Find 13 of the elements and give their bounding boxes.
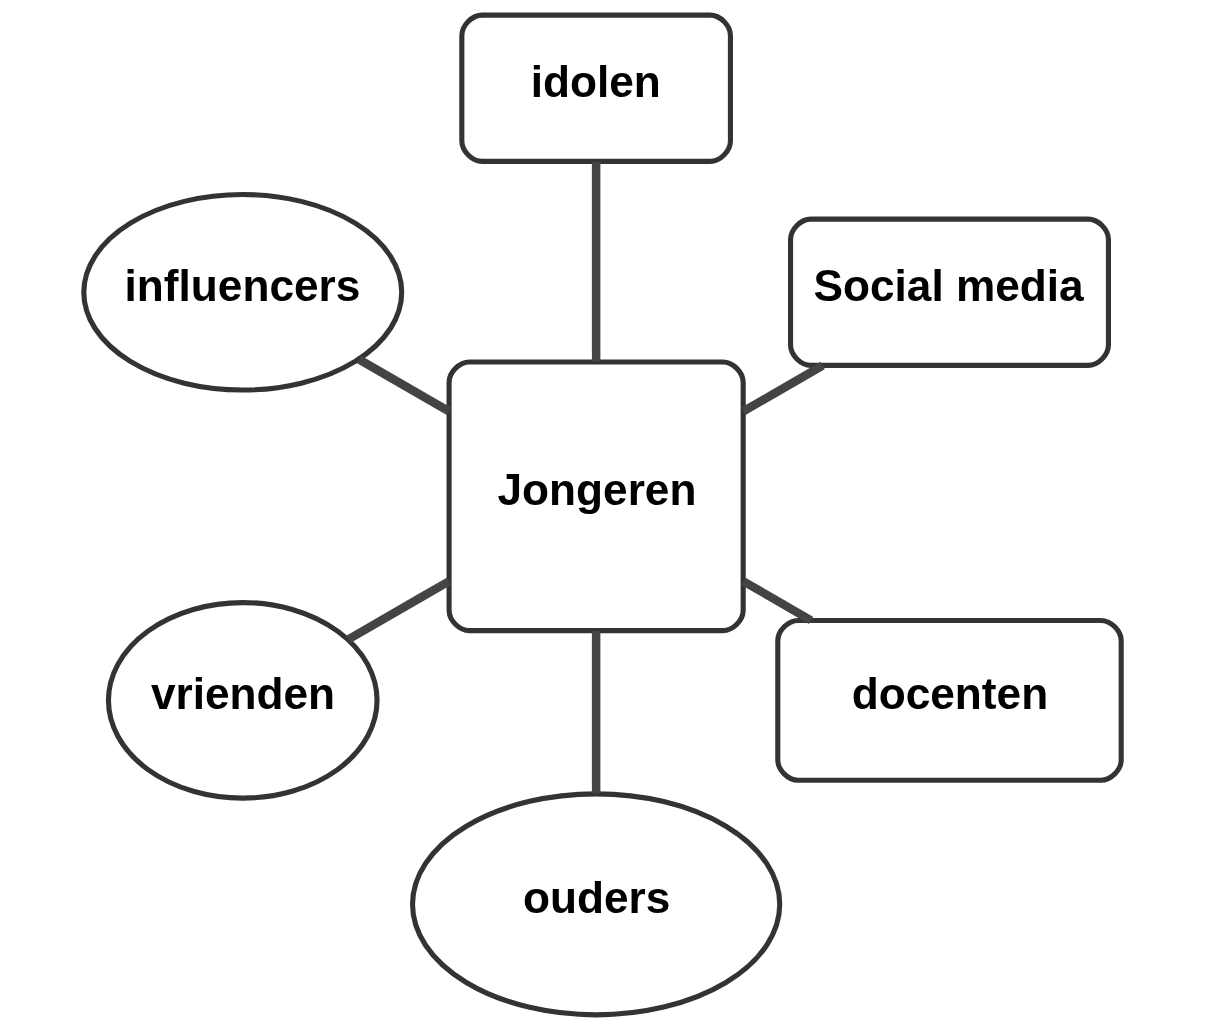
connector <box>346 577 451 643</box>
node-ellipse: ouders <box>409 791 783 1018</box>
node-box: Jongeren <box>446 359 746 634</box>
connector <box>741 577 814 624</box>
connector <box>357 355 451 415</box>
node-box: idolen <box>459 12 733 164</box>
node-ellipse: vrienden <box>105 600 380 801</box>
node-box: docenten <box>775 617 1124 783</box>
connector <box>591 161 601 362</box>
node-ellipse: influencers <box>81 191 405 393</box>
node-box: Social media <box>788 216 1111 368</box>
connector <box>591 631 601 794</box>
connector <box>741 361 825 415</box>
